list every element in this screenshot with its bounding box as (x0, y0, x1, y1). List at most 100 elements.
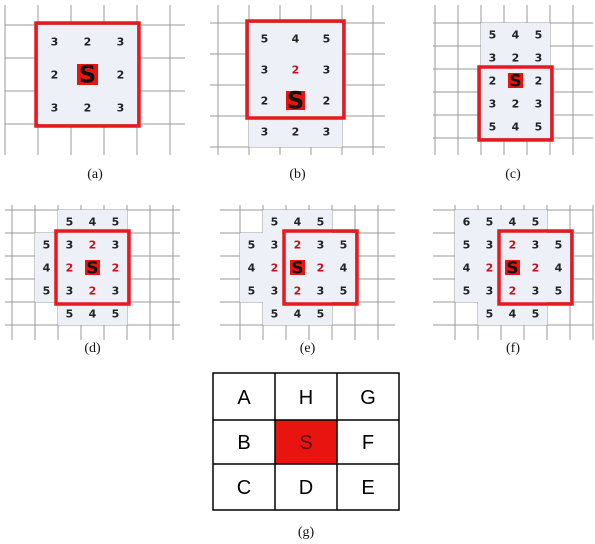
panel-f-cell (501, 302, 524, 325)
panel-b-caption: (b) (289, 167, 306, 182)
panel-c-caption: (c) (505, 167, 521, 182)
panel-e-cell-value: 5 (317, 216, 325, 229)
panel-d-cell (58, 256, 81, 279)
panel-f-cell-value: 2 (509, 285, 517, 298)
panel-b-cell-value: 2 (261, 95, 269, 108)
panel-f-cell (455, 256, 478, 279)
panel-e-cell-value: 5 (271, 308, 279, 321)
panel-a-start-label: S (79, 61, 96, 89)
panel-d-caption: (d) (84, 341, 101, 356)
panel-b-cell-value: 2 (292, 126, 300, 139)
panel-e-cell (286, 210, 309, 233)
panel-c-start-cell (508, 73, 523, 88)
panel-e-start-label: S (291, 259, 303, 279)
panel-d-cell-value: 2 (66, 262, 74, 275)
panel-f-cell-value: 4 (509, 216, 517, 229)
panel-d-cell (81, 302, 104, 325)
panel-f-cell-value: 5 (463, 285, 471, 298)
panel-d-cell-value: 2 (112, 262, 120, 275)
panel-d-cell (104, 233, 127, 256)
panel-b-cell-value: 5 (323, 33, 331, 46)
panel-c-cell (527, 92, 550, 115)
panel-c-cell-value: 5 (489, 121, 497, 134)
panel-b-cell (249, 85, 280, 116)
panel-e-cell-value: 2 (294, 239, 302, 252)
panel-c-cell-value: 5 (535, 121, 543, 134)
panel-d-cell (81, 233, 104, 256)
panel-f-cell-value: 4 (463, 262, 471, 275)
panel-f-cell (478, 256, 501, 279)
panel-c-cell (504, 46, 527, 69)
panel-e-cell (263, 256, 286, 279)
panel-e-cell-value: 3 (271, 285, 279, 298)
panel-b-cell-value: 3 (261, 64, 269, 77)
panel-d-cell (104, 302, 127, 325)
panel-e-cell (263, 302, 286, 325)
panel-a-highlight-box (34, 21, 141, 128)
panel-e-cell (286, 233, 309, 256)
panel-f-highlight-box (497, 229, 574, 306)
panel-c-cell (481, 115, 504, 138)
panel-b-cell (311, 23, 342, 54)
panel-b-cell-value: 3 (323, 126, 331, 139)
panel-c-start-label: S (509, 72, 521, 92)
panel-f-cell-value: 6 (463, 216, 471, 229)
panel-b-start-label: S (287, 87, 304, 115)
panel-f-cell-value: 3 (486, 285, 494, 298)
panel-c-cell (527, 69, 550, 92)
panel-f-cell-value: 5 (532, 308, 540, 321)
panel-e-cell (240, 233, 263, 256)
panel-e-cell-value: 5 (317, 308, 325, 321)
panel-d-start-cell (85, 260, 100, 275)
panel-f-cell (524, 233, 547, 256)
panel-c-cell (527, 46, 550, 69)
panel-d-start-label: S (86, 259, 98, 279)
panel-f-start-label: S (506, 259, 518, 279)
panel-c-cell-value: 5 (489, 29, 497, 42)
panel-d-cell-value: 3 (66, 285, 74, 298)
panel-e-caption: (e) (300, 341, 316, 356)
panel-e-cell-value: 5 (340, 239, 348, 252)
panel-f-caption: (f) (506, 341, 520, 356)
legend-s-cell (275, 420, 337, 464)
panel-f-cell-value: 2 (486, 262, 494, 275)
panel-c-cell (481, 69, 504, 92)
panel-b-cell (311, 116, 342, 147)
panel-e-cell-value: 5 (271, 216, 279, 229)
panel-a-cell (104, 91, 137, 124)
panel-f-cell-value: 2 (532, 262, 540, 275)
panel-f-cell (455, 210, 478, 233)
panel-c-cell-value: 4 (512, 121, 520, 134)
panel-f-cell-value: 5 (463, 239, 471, 252)
panel-f-start-cell (505, 260, 520, 275)
panel-d-cell-value: 3 (112, 285, 120, 298)
panel-c-cell (481, 23, 504, 46)
panel-d-cell (35, 233, 58, 256)
panel-d-cell-value: 2 (89, 285, 97, 298)
panel-f-cell-value: 3 (532, 285, 540, 298)
panel-a-cell (71, 91, 104, 124)
panel-c-cell (504, 23, 527, 46)
panel-e-cell-value: 4 (294, 308, 302, 321)
panel-d-cell-value: 3 (112, 239, 120, 252)
panel-d-cell (58, 210, 81, 233)
panel-b-cell (249, 23, 280, 54)
panel-e-cell (309, 279, 332, 302)
panel-e-cell-value: 3 (271, 239, 279, 252)
panel-b-cell-value: 4 (292, 33, 300, 46)
panel-d-cell (104, 256, 127, 279)
panel-d-cell-value: 5 (112, 308, 120, 321)
panel-a-cell (38, 58, 71, 91)
panel-f-cell (524, 256, 547, 279)
panel-e-cell-value: 4 (294, 216, 302, 229)
panel-b-cell (280, 54, 311, 85)
panel-f-cell-value: 5 (486, 308, 494, 321)
panel-f-cell (478, 233, 501, 256)
panel-d-cell-value: 3 (66, 239, 74, 252)
panel-d-highlight-box (54, 229, 131, 306)
panel-f-cell (524, 210, 547, 233)
